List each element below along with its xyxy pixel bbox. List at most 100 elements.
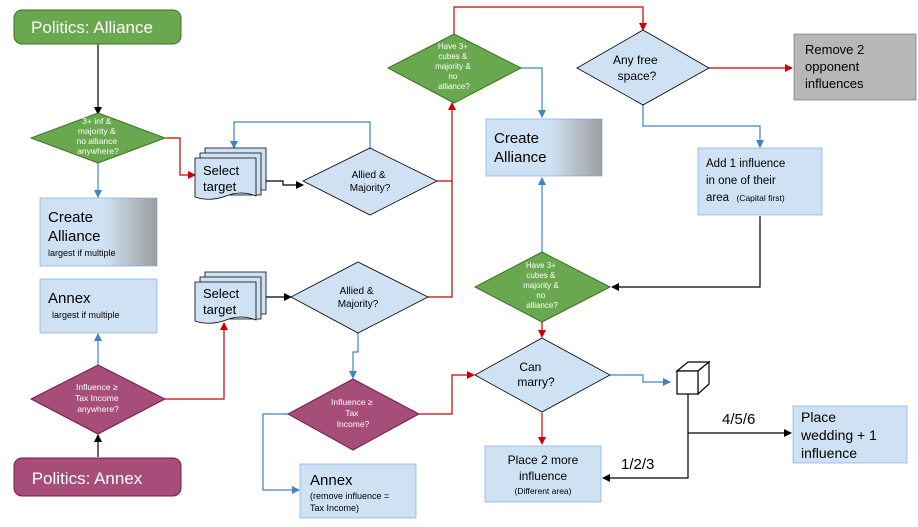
edge-die-to-place2 — [602, 394, 689, 482]
start-alliance-label: Politics: Alliance — [31, 18, 153, 37]
start-annex-node: Politics: Annex — [13, 457, 182, 497]
annex-left-sub: largest if multiple — [52, 310, 120, 320]
decision-free-space-line: Any free — [613, 53, 658, 67]
svg-text:Have 3+ cubes & ma: Have 3+ cubes & majority & no alliance? — [523, 261, 561, 310]
select-target-1-line: target — [203, 179, 237, 194]
create-alliance-left-node: Create Alliance largest if multiple — [39, 197, 158, 267]
svg-text:Remove 2 opponent: Remove 2 opponent influences — [805, 42, 868, 91]
edge-allied2-to-have3top — [428, 181, 453, 298]
start-alliance-node: Politics: Alliance — [13, 9, 182, 45]
select-target-1-line: Select — [203, 163, 240, 178]
decision-have3-top-line: alliance? — [438, 82, 470, 91]
decision-can-marry-line: marry? — [517, 375, 555, 389]
place-wedding-node: Place wedding + 1 influence — [792, 405, 908, 464]
place-two-node: Place 2 more influence (Different area) — [484, 445, 602, 503]
edge-select1-to-allied1 — [259, 180, 304, 189]
place-two-line1: Place 2 more — [508, 453, 579, 467]
edge-canmarry-to-die — [610, 374, 671, 386]
annex-bottom-node: Annex (remove influence = Tax Income) — [299, 463, 417, 519]
place-wedding-line: influence — [801, 445, 857, 461]
decision-can-marry: Can marry? — [474, 337, 611, 413]
decision-allied-2-line: Majority? — [338, 299, 379, 310]
annex-left-line1: Annex — [48, 290, 91, 307]
decision-inf-majority-line: no alliance — [76, 136, 117, 146]
svg-text:Allied & Majority?: Allied & Majority? — [338, 286, 379, 310]
svg-text:Allied & Majority?: Allied & Majority? — [350, 170, 391, 194]
select-target-2-node: Select target — [194, 271, 267, 324]
remove-two-line: influences — [805, 76, 864, 91]
remove-two-line: Remove 2 — [805, 42, 864, 57]
select-target-2-line: target — [203, 302, 237, 317]
decision-inf-majority: 3+ inf & majority & no alliance anywhere… — [29, 112, 167, 164]
remove-two-node: Remove 2 opponent influences — [793, 33, 917, 101]
edge-have3top-to-freespace — [453, 6, 647, 34]
edge-d4-to-canmarry — [419, 371, 475, 415]
create-alliance-left-line1: Create — [48, 209, 93, 226]
cube-die-icon — [675, 360, 711, 396]
edge-allied2-to-d4 — [349, 333, 359, 379]
place-two-sub: (Different area) — [514, 486, 571, 496]
place-two-line2: influence — [519, 469, 567, 483]
edge-allied1-to-select1-loop — [230, 121, 371, 149]
decision-have3-mid-line: Have 3+ — [526, 261, 556, 270]
decision-have3-top-line: Have 3+ — [438, 42, 468, 51]
decision-free-space: Any free space? — [576, 29, 710, 106]
create-alliance-mid-line2: Alliance — [494, 149, 547, 166]
decision-influence-tax-mid-line: Income? — [337, 419, 370, 429]
create-alliance-left-sub: largest if multiple — [48, 248, 116, 258]
edge-d3-to-select2 — [165, 322, 228, 400]
create-alliance-mid-node: Create Alliance — [485, 118, 603, 177]
create-alliance-mid-line1: Create — [494, 130, 539, 147]
decision-inf-majority-line: anywhere? — [77, 146, 119, 156]
place-wedding-line: Place — [801, 409, 836, 425]
start-annex-label: Politics: Annex — [32, 469, 143, 488]
annex-bottom-line1: Annex — [310, 472, 353, 489]
decision-have3-mid-line: cubes & — [526, 271, 556, 280]
edge-label-roll-low: 1/2/3 — [621, 456, 654, 473]
create-alliance-left-line2: Alliance — [48, 228, 101, 245]
decision-have3-mid-line: no — [536, 291, 545, 300]
annex-left-node: Annex largest if multiple — [39, 278, 158, 334]
edge-d4-to-annexbottom — [262, 413, 300, 494]
decision-inf-majority-line: 3+ inf & — [82, 116, 111, 126]
annex-bottom-sub2: Tax Income) — [310, 503, 359, 513]
decision-have3-mid: Have 3+ cubes & majority & no alliance? — [473, 251, 612, 323]
decision-have3-top-line: majority & — [435, 62, 471, 71]
edge-d1-to-select1 — [165, 137, 196, 179]
annex-bottom-sub1: (remove influence = — [310, 491, 389, 501]
add-one-node: Add 1 influence in one of their area (Ca… — [697, 147, 823, 216]
edges — [94, 6, 793, 494]
svg-text:Any free space?: Any free space? — [613, 53, 661, 83]
add-one-sub: (Capital first) — [736, 193, 784, 203]
decision-influence-tax-mid-line: Tax — [345, 408, 359, 418]
svg-text:3+ inf & majority &: 3+ inf & majority & no alliance anywhere… — [76, 116, 119, 156]
decision-have3-mid-line: majority & — [523, 281, 559, 290]
edge-have3top-to-create-mid — [521, 67, 546, 118]
svg-text:Select target: Select target — [203, 286, 243, 317]
add-one-line3: area — [706, 192, 730, 204]
svg-text:Influence ≥ Tax Income: Influence ≥ Tax Income anywhere? — [75, 382, 121, 414]
decision-have3-mid-line: alliance? — [526, 301, 558, 310]
svg-text:area (Capital first): area (Capital first) — [706, 188, 785, 205]
select-target-1-node: Select target — [194, 147, 267, 200]
decision-free-space-line: space? — [618, 69, 657, 83]
decision-have3-top: Have 3+ cubes & majority & no alliance? — [386, 33, 523, 104]
decision-allied-1-line: Majority? — [350, 183, 391, 194]
decision-influence-tax-left-line: Tax Income — [75, 393, 119, 403]
decision-have3-top-line: cubes & — [438, 52, 468, 61]
decision-can-marry-line: Can — [519, 360, 541, 374]
svg-text:Influence ≥ Tax In: Influence ≥ Tax Income? — [331, 397, 375, 429]
edge-allied1-to-have3top — [437, 102, 456, 182]
decision-influence-tax-mid: Influence ≥ Tax Income? — [286, 378, 421, 451]
decision-allied-2: Allied & Majority? — [290, 261, 429, 334]
svg-text:Have 3+ cubes & ma: Have 3+ cubes & majority & no alliance? — [435, 42, 473, 91]
add-one-line1: Add 1 influence — [706, 158, 785, 170]
remove-two-line: opponent — [805, 59, 860, 74]
decision-inf-majority-line: majority & — [78, 126, 116, 136]
decision-allied-1-line: Allied & — [352, 170, 386, 181]
svg-text:Can marry?: Can marry? — [517, 360, 555, 389]
place-wedding-line: wedding + 1 — [800, 427, 877, 443]
decision-influence-tax-left-line: Influence ≥ — [76, 382, 118, 392]
select-target-2-line: Select — [203, 286, 240, 301]
